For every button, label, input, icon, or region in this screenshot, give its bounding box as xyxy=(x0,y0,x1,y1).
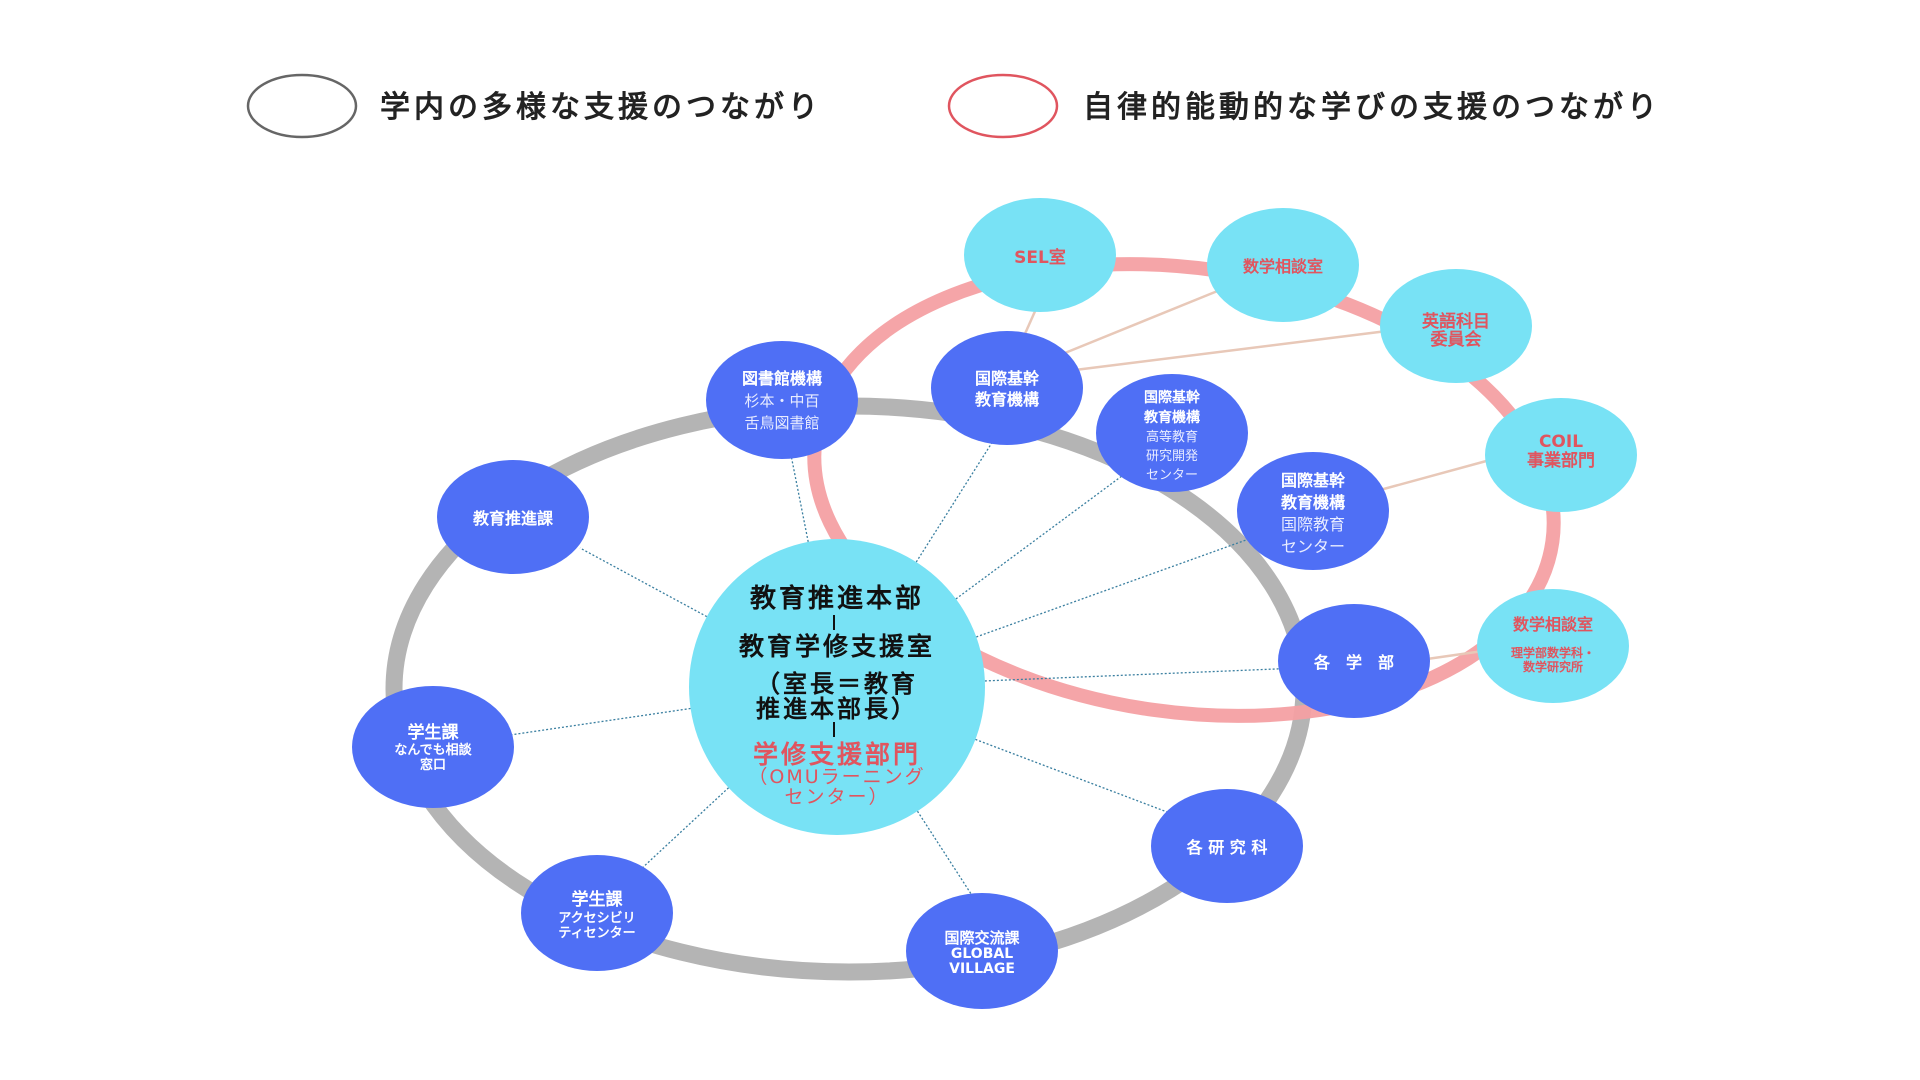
node-label: 杉本・中百 xyxy=(744,392,819,410)
node-kokusai-higher-ed[interactable]: 国際基幹 教育機構 高等教育 研究開発 センター xyxy=(1096,374,1248,492)
node-label: 窓口 xyxy=(420,757,446,773)
center-subtitle: 教育学修支援室 xyxy=(739,632,935,661)
center-division-note: センター） xyxy=(784,786,889,808)
node-label: 高等教育 xyxy=(1146,429,1198,445)
node-kokusai-kouryu[interactable]: 国際交流課 GLOBAL VILLAGE xyxy=(906,893,1058,1009)
node-label: なんでも相談 xyxy=(394,742,472,758)
node-library[interactable]: 図書館機構 杉本・中百 舌鳥図書館 xyxy=(706,341,858,459)
node-label: 理学部数学科・ xyxy=(1511,645,1595,660)
legend-gray-ring xyxy=(246,73,358,139)
center-division-note: （OMUラーニング xyxy=(748,766,925,788)
red-links xyxy=(1018,288,1491,662)
node-label: 国際交流課 xyxy=(944,929,1020,947)
node-label: 国際基幹 xyxy=(1281,471,1346,490)
node-gakubu[interactable]: 各 学 部 xyxy=(1278,604,1430,718)
node-label: GLOBAL xyxy=(951,946,1013,962)
node-label: 委員会 xyxy=(1430,329,1482,350)
node-sel[interactable]: SEL室 xyxy=(964,198,1116,312)
center-node[interactable]: 教育推進本部 教育学修支援室 （室長＝教育 推進本部長） 学修支援部門 （OMU… xyxy=(689,539,985,835)
center-division: 学修支援部門 xyxy=(753,740,921,769)
node-label: COIL xyxy=(1539,432,1583,452)
node-kokusai-intl-ed[interactable]: 国際基幹 教育機構 国際教育 センター xyxy=(1237,452,1389,570)
node-coil[interactable]: COIL 事業部門 xyxy=(1485,398,1637,512)
node-label: 英語科目 xyxy=(1422,311,1490,332)
node-label: SEL室 xyxy=(1014,247,1066,268)
node-label: 各 学 部 xyxy=(1313,653,1394,672)
node-english-committee[interactable]: 英語科目 委員会 xyxy=(1380,269,1532,383)
node-kokusai-kikan[interactable]: 国際基幹 教育機構 xyxy=(931,331,1083,445)
node-label: 舌鳥図書館 xyxy=(744,414,819,432)
node-label: 図書館機構 xyxy=(742,369,822,388)
legend: 学内の多様な支援のつながり 自律的能動的な学びの支援のつながり xyxy=(246,73,1661,139)
center-note: 推進本部長） xyxy=(756,695,918,723)
legend-red-label: 自律的能動的な学びの支援のつながり xyxy=(1083,90,1661,125)
legend-gray-label: 学内の多様な支援のつながり xyxy=(380,90,822,125)
node-label: センター xyxy=(1281,537,1345,556)
node-gakusei-accessibility[interactable]: 学生課 アクセシビリ ティセンター xyxy=(521,855,673,971)
node-label: 教育推進課 xyxy=(473,509,554,528)
node-gakusei-consult[interactable]: 学生課 なんでも相談 窓口 xyxy=(352,686,514,808)
node-label: ティセンター xyxy=(558,926,635,941)
legend-red-ring xyxy=(947,73,1059,139)
node-math-consult-science[interactable]: 数学相談室 理学部数学科・ 数学研究所 xyxy=(1477,589,1629,703)
node-math-consult[interactable]: 数学相談室 xyxy=(1207,208,1359,322)
node-label: 学生課 xyxy=(408,722,460,743)
node-label: 事業部門 xyxy=(1527,450,1595,471)
center-title: 教育推進本部 xyxy=(750,583,924,614)
node-label: 教育機構 xyxy=(1281,493,1345,512)
node-label: 数学相談室 xyxy=(1513,615,1593,634)
node-label: 数学研究所 xyxy=(1523,659,1583,674)
node-label: 教育機構 xyxy=(1144,409,1200,426)
node-label: 国際基幹 xyxy=(1144,389,1201,406)
node-label: VILLAGE xyxy=(949,961,1015,977)
node-kenkyuka[interactable]: 各 研 究 科 xyxy=(1151,789,1303,903)
node-label: 数学相談室 xyxy=(1243,257,1323,276)
node-suishin-ka[interactable]: 教育推進課 xyxy=(437,460,589,574)
node-label: アクセシビリ xyxy=(558,910,635,926)
node-label: センター xyxy=(1146,468,1198,483)
center-note: （室長＝教育 xyxy=(756,670,918,698)
node-label: 教育機構 xyxy=(975,390,1039,409)
node-label: 国際教育 xyxy=(1281,515,1345,534)
node-label: 各 研 究 科 xyxy=(1186,838,1268,857)
node-label: 学生課 xyxy=(572,889,624,910)
node-label: 国際基幹 xyxy=(975,369,1040,388)
node-label: 研究開発 xyxy=(1146,449,1198,464)
